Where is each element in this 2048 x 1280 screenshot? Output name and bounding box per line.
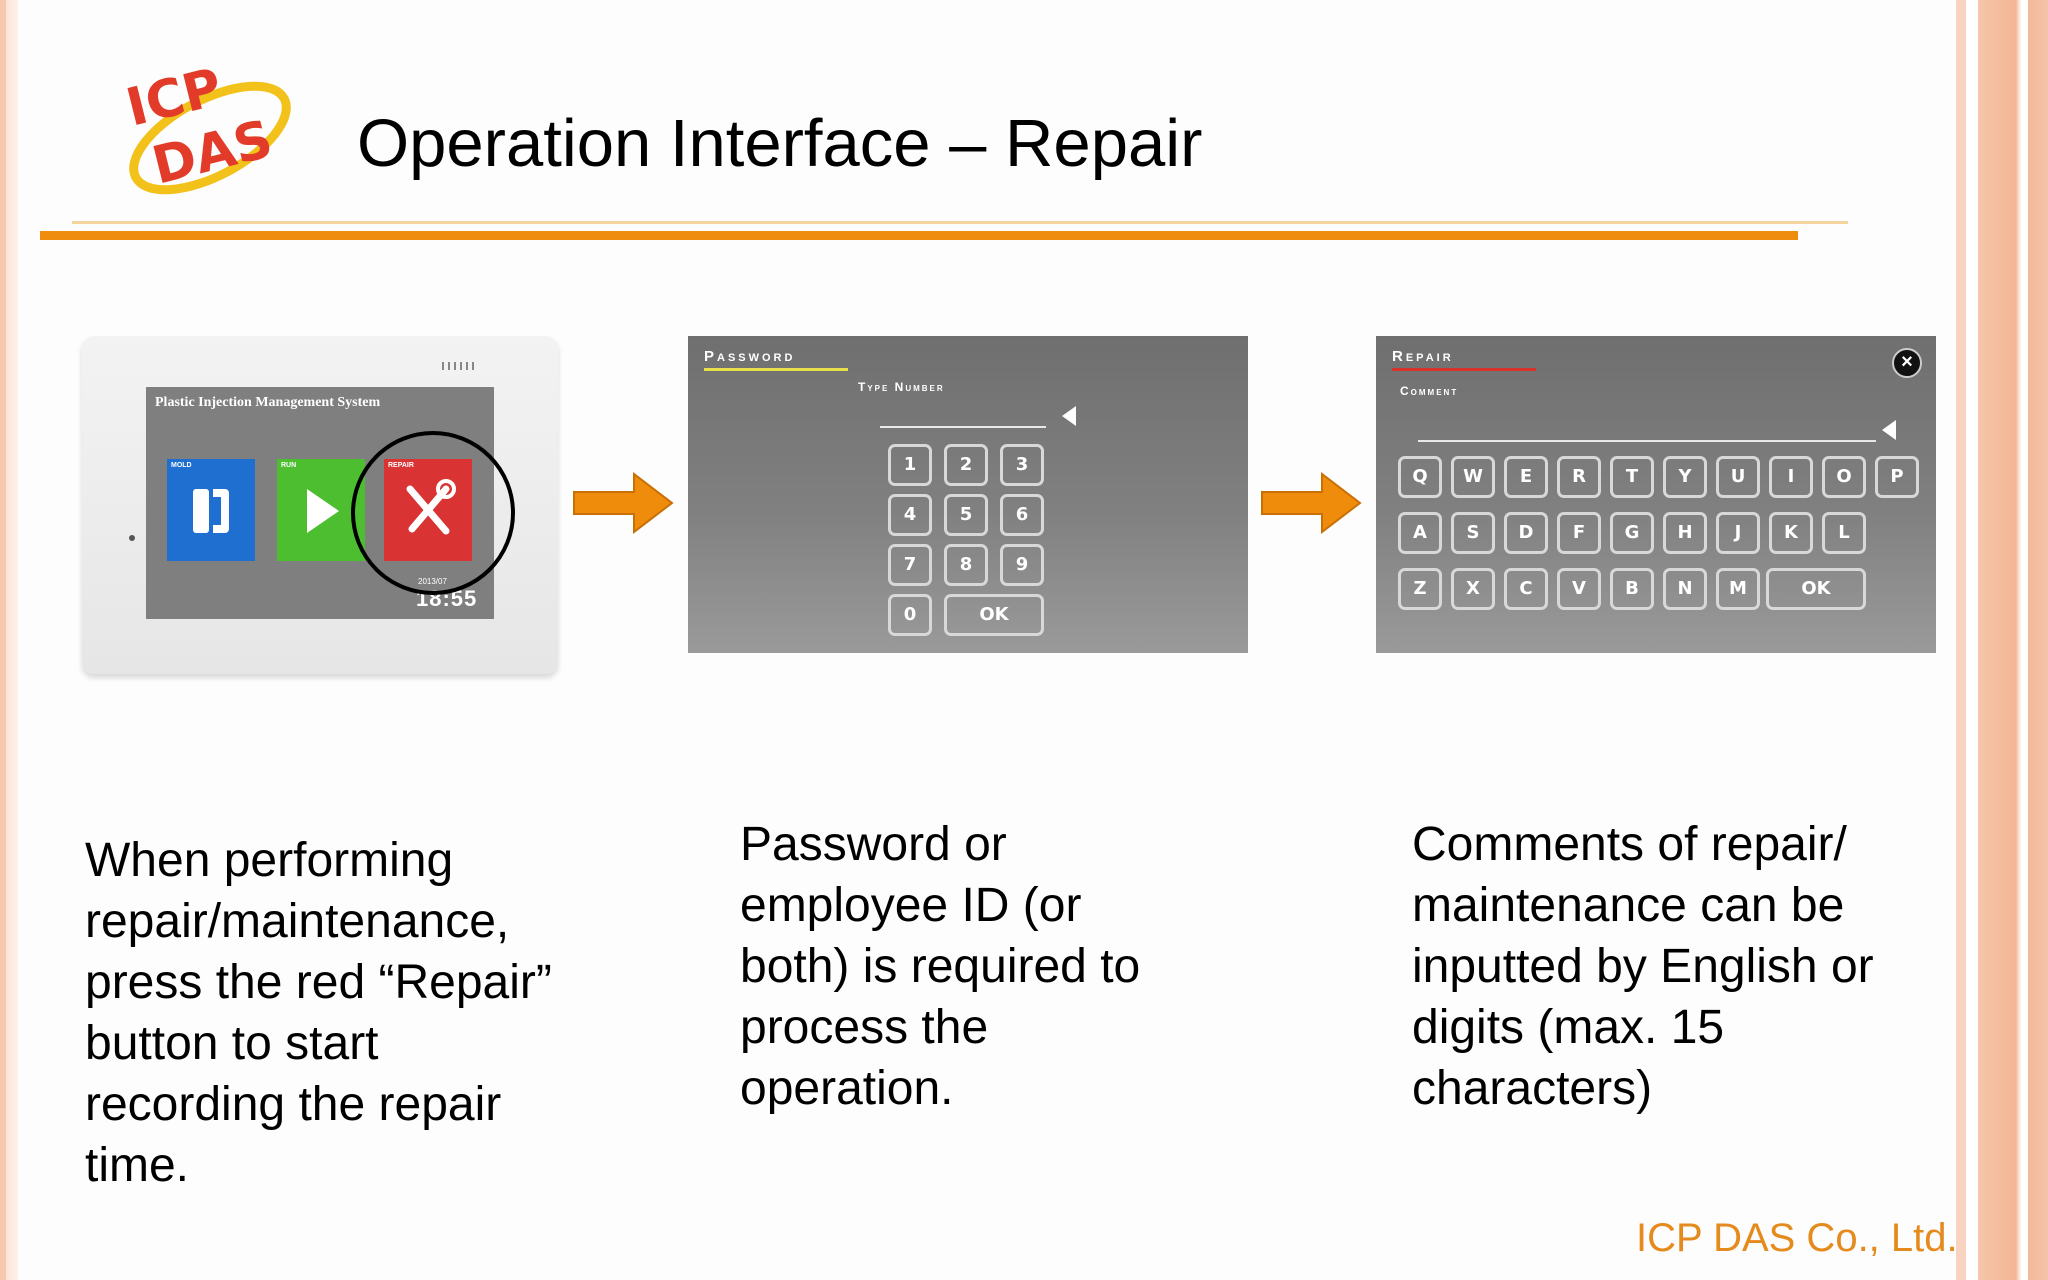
key-x[interactable]: X (1451, 568, 1495, 610)
step2-caption: Password or employee ID (or both) is req… (740, 818, 1141, 1115)
password-heading: Password (704, 348, 796, 365)
key-0[interactable]: 0 (888, 594, 932, 636)
comment-input-line[interactable] (1418, 440, 1876, 442)
key-y[interactable]: Y (1663, 456, 1707, 498)
key-t[interactable]: T (1610, 456, 1654, 498)
close-icon[interactable]: × (1892, 348, 1922, 378)
key-6[interactable]: 6 (1000, 494, 1044, 536)
title-divider-thin (72, 221, 1848, 224)
device-indicator (129, 535, 135, 541)
key-j[interactable]: J (1716, 512, 1760, 554)
slide-title: Operation Interface – Repair (357, 106, 1203, 181)
key-f[interactable]: F (1557, 512, 1601, 554)
key-9[interactable]: 9 (1000, 544, 1044, 586)
key-e[interactable]: E (1504, 456, 1548, 498)
mold-label: MOLD (171, 462, 192, 469)
repair-heading-underline (1392, 368, 1536, 371)
device-speaker-grille (442, 362, 476, 370)
key-q[interactable]: Q (1398, 456, 1442, 498)
step3-caption: Comments of repair/ maintenance can be i… (1412, 818, 1874, 1115)
key-a[interactable]: A (1398, 512, 1442, 554)
password-heading-underline (704, 368, 848, 371)
key-d[interactable]: D (1504, 512, 1548, 554)
slide-frame-right (1956, 0, 2048, 1280)
key-u[interactable]: U (1716, 456, 1760, 498)
repair-highlight-circle (351, 431, 515, 595)
arrow-right-icon (1261, 471, 1362, 535)
password-input-line[interactable] (880, 426, 1046, 428)
device-screen-title: Plastic Injection Management System (155, 395, 381, 410)
ok-key[interactable]: OK (944, 594, 1044, 636)
backspace-icon[interactable] (1062, 406, 1076, 426)
key-5[interactable]: 5 (944, 494, 988, 536)
key-h[interactable]: H (1663, 512, 1707, 554)
mold-icon (193, 489, 229, 533)
key-m[interactable]: M (1716, 568, 1760, 610)
key-p[interactable]: P (1875, 456, 1919, 498)
slide-frame-left (0, 0, 18, 1280)
key-z[interactable]: Z (1398, 568, 1442, 610)
key-7[interactable]: 7 (888, 544, 932, 586)
key-3[interactable]: 3 (1000, 444, 1044, 486)
play-icon (307, 489, 339, 533)
key-w[interactable]: W (1451, 456, 1495, 498)
run-label: RUN (281, 462, 297, 469)
key-r[interactable]: R (1557, 456, 1601, 498)
key-n[interactable]: N (1663, 568, 1707, 610)
key-k[interactable]: K (1769, 512, 1813, 554)
password-screen: Password Type Number 1 2 3 4 5 6 7 8 9 0… (688, 336, 1248, 653)
key-c[interactable]: C (1504, 568, 1548, 610)
ok-key[interactable]: OK (1766, 568, 1866, 610)
comment-label: Comment (1400, 384, 1459, 398)
icp-das-logo: ICP DAS (121, 57, 291, 197)
step1-caption: When performing repair/maintenance, pres… (85, 834, 552, 1192)
type-number-label: Type Number (858, 380, 945, 394)
key-2[interactable]: 2 (944, 444, 988, 486)
key-8[interactable]: 8 (944, 544, 988, 586)
key-i[interactable]: I (1769, 456, 1813, 498)
key-b[interactable]: B (1610, 568, 1654, 610)
key-g[interactable]: G (1610, 512, 1654, 554)
key-v[interactable]: V (1557, 568, 1601, 610)
key-4[interactable]: 4 (888, 494, 932, 536)
title-divider-thick (40, 231, 1798, 240)
key-o[interactable]: O (1822, 456, 1866, 498)
key-l[interactable]: L (1822, 512, 1866, 554)
key-1[interactable]: 1 (888, 444, 932, 486)
arrow-right-icon (573, 471, 674, 535)
backspace-icon[interactable] (1882, 420, 1896, 440)
footer-company-name: ICP DAS Co., Ltd. (1636, 1216, 1958, 1260)
mold-button[interactable]: MOLD (167, 459, 255, 561)
repair-heading: Repair (1392, 348, 1454, 365)
key-s[interactable]: S (1451, 512, 1495, 554)
run-button[interactable]: RUN (277, 459, 365, 561)
